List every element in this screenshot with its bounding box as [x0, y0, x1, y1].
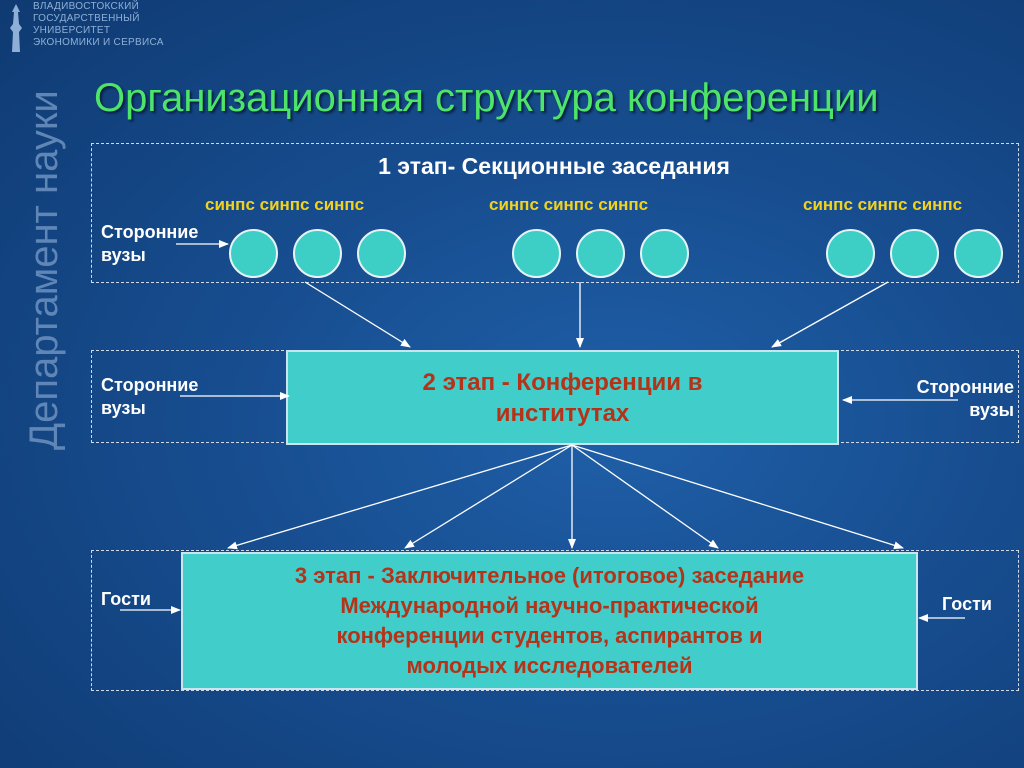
university-logo-icon — [10, 4, 22, 52]
stage2-left-label: Сторонние вузы — [101, 375, 199, 418]
stage1-external-universities-label: Сторонние вузы — [101, 222, 199, 265]
group-label-3: синпс синпс синпс — [803, 195, 963, 214]
stage1-frame — [91, 143, 1019, 283]
group-label-2: синпс синпс синпс — [489, 195, 649, 214]
stage2-line2: институтах — [495, 399, 630, 427]
section-circle — [293, 229, 342, 278]
section-circle — [512, 229, 561, 278]
stage2-box: 2 этап - Конференции в институтах — [286, 350, 839, 445]
section-circle — [826, 229, 875, 278]
arrow-stage2-to-stage3 — [571, 444, 904, 550]
section-circle — [229, 229, 278, 278]
stage3-line2: Международной научно-практической — [340, 593, 759, 618]
arrow-stage2-to-stage3 — [227, 444, 573, 550]
stage3-right-guests-label: Гости — [942, 594, 992, 614]
group-label-1: синпс синпс синпс — [205, 195, 365, 214]
university-name: ВЛАДИВОСТОКСКИЙ ГОСУДАРСТВЕННЫЙ УНИВЕРСИ… — [33, 1, 164, 48]
section-circle — [640, 229, 689, 278]
stage2-line1: 2 этап - Конференции в — [422, 368, 703, 396]
stage3-line4: молодых исследователей — [406, 653, 693, 678]
arrow-stage2-to-stage3 — [571, 444, 719, 549]
stage1-title: 1 этап- Секционные заседания — [378, 153, 730, 179]
stage3-box: 3 этап - Заключительное (итоговое) засед… — [181, 552, 918, 690]
stage3-line3: конференции студентов, аспирантов и — [336, 623, 763, 648]
arrow-stage1-right-to-stage2 — [771, 281, 889, 348]
page-title: Организационная структура конференции — [94, 76, 879, 120]
stage3-frame — [91, 550, 1019, 691]
arrow-stage1-left-to-stage2 — [304, 281, 411, 348]
arrow-stage2-to-stage3 — [404, 444, 573, 549]
stage3-line1: 3 этап - Заключительное (итоговое) засед… — [294, 563, 805, 588]
section-circle — [890, 229, 939, 278]
section-circle — [954, 229, 1003, 278]
stage3-left-guests-label: Гости — [101, 589, 151, 609]
stage2-right-label: Сторонние вузы — [916, 377, 1014, 420]
section-circle — [576, 229, 625, 278]
section-circle — [357, 229, 406, 278]
